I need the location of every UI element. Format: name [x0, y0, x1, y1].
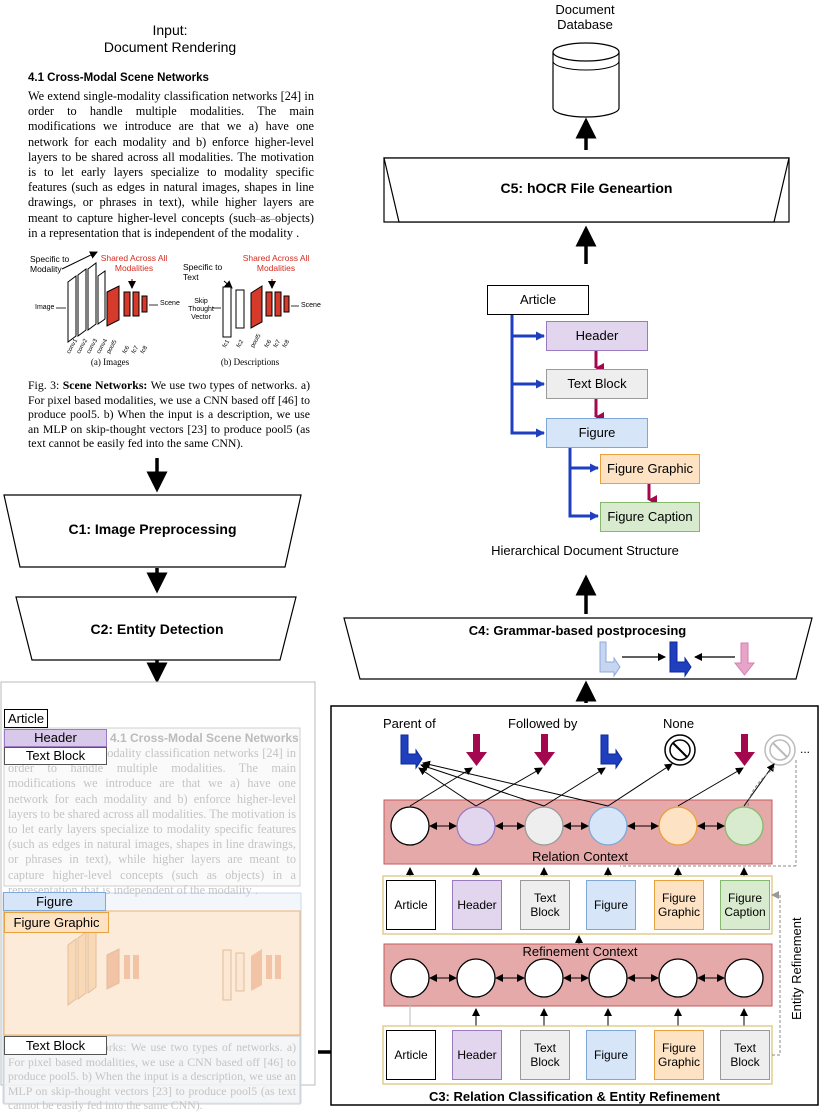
- input-article: Article: [386, 1030, 436, 1080]
- hierarchy-header: Header: [546, 321, 648, 351]
- refined-text-block: Text Block: [520, 880, 570, 930]
- c5-label: C5: hOCR File Geneartion: [500, 180, 673, 196]
- detected-figure-label: Figure: [3, 892, 106, 911]
- orange-underline: [246, 219, 280, 220]
- fig-a-specific-label: Specific to Modality: [30, 254, 70, 274]
- fig-caption-body: We use two types of networks. a) For pix…: [28, 378, 311, 450]
- refinement-nodes: [390, 958, 764, 998]
- database-icon: [552, 42, 620, 118]
- c1-shape: [3, 494, 302, 568]
- database-label-line1: Document: [555, 2, 615, 17]
- detected-text-block-label: Text Block: [4, 747, 107, 765]
- input-figure: Figure: [586, 1030, 636, 1080]
- parent-of-label: Parent of: [383, 716, 436, 731]
- fig-caption-bold: Scene Networks:: [62, 378, 148, 392]
- hierarchy-article: Article: [487, 285, 589, 315]
- hierarchy-title: Hierarchical Document Structure: [491, 543, 679, 558]
- refined-header: Header: [452, 880, 502, 930]
- detected-figure-graphic-label: Figure Graphic: [4, 912, 109, 933]
- detected-text-block-2-label: Text Block: [4, 1036, 107, 1055]
- fig-b-input-label: Skip Thought Vector: [188, 298, 214, 321]
- fig-b-output-label: Scene: [301, 302, 321, 309]
- fig-a-input-label: Image: [35, 304, 55, 311]
- fig-caption-prefix: Fig. 3:: [28, 378, 63, 392]
- fig-b-specific-label: Specific to Text: [183, 262, 223, 282]
- fig-a-shared-label: Shared Across All Modalities: [100, 253, 168, 273]
- input-title: Input: Document Rendering: [60, 22, 280, 56]
- c2-shape: [15, 596, 297, 661]
- relation-nodes: [390, 806, 764, 846]
- input-title-line2: Document Rendering: [103, 39, 237, 55]
- fig-a-drawing: [56, 251, 158, 343]
- ellipsis-label: ...: [800, 742, 811, 756]
- detected-header-label: Header: [4, 729, 107, 747]
- hierarchy-figure: Figure: [546, 418, 648, 448]
- ghost-heading: 4.1 Cross-Modal Scene Networks: [110, 731, 299, 745]
- relation-symbols: [400, 734, 796, 770]
- input-row-frame: [382, 1025, 773, 1085]
- c4-shape: [343, 617, 813, 680]
- input-figure-graphic: Figure Graphic: [654, 1030, 704, 1080]
- hierarchy-text-block: Text Block: [546, 369, 648, 399]
- hierarchy-figure-graphic: Figure Graphic: [600, 454, 700, 484]
- c3-label: C3: Relation Classification & Entity Ref…: [428, 1089, 721, 1104]
- input-title-line1: Input:: [152, 22, 188, 38]
- database-label-line2: Database: [557, 17, 613, 32]
- fig-a-output-label: Scene: [160, 300, 180, 307]
- refined-figure: Figure: [586, 880, 636, 930]
- refined-row-frame: [382, 875, 773, 935]
- section-heading: 4.1 Cross-Modal Scene Networks: [28, 72, 209, 84]
- fig-b-drawing: [213, 279, 299, 338]
- hierarchy-figure-caption: Figure Caption: [600, 502, 700, 532]
- followed-by-label: Followed by: [508, 716, 578, 731]
- refined-figure-graphic: Figure Graphic: [654, 880, 704, 930]
- input-header: Header: [452, 1030, 502, 1080]
- input-text-block-2: Text Block: [720, 1030, 770, 1080]
- figure-caption-text: Fig. 3: Scene Networks: We use two types…: [28, 378, 310, 451]
- input-text-block: Text Block: [520, 1030, 570, 1080]
- database-label: Document Database: [535, 2, 635, 32]
- input-paragraph: We extend single-modality classification…: [28, 89, 314, 240]
- relation-context-box: [383, 799, 773, 865]
- input-to-refinement-arrows: [472, 1008, 748, 1028]
- refinement-context-label: Refinement Context: [522, 944, 638, 959]
- detected-article-label: Article: [4, 709, 48, 728]
- c2-label: C2: Entity Detection: [90, 621, 224, 637]
- hierarchy-connectors: [510, 313, 657, 521]
- fig-b-caption: (b) Descriptions: [220, 357, 280, 367]
- entity-refinement-loop: [771, 891, 781, 1056]
- refined-figure-caption: Figure Caption: [720, 880, 770, 930]
- ghost-paragraph: We extend single-modality classification…: [8, 746, 296, 897]
- none-label: None: [663, 716, 695, 731]
- c4-icons: [599, 641, 756, 678]
- c1-label: C1: Image Preprocessing: [68, 521, 237, 537]
- entity-refinement-label: Entity Refinement: [789, 917, 804, 1020]
- fig-b-shared-label: Shared Across All Modalities: [242, 253, 310, 273]
- c4-label: C4: Grammar-based postprocesing: [468, 623, 687, 638]
- relation-context-label: Relation Context: [531, 849, 629, 864]
- refined-article: Article: [386, 880, 436, 930]
- fig-a-caption: (a) Images: [90, 357, 130, 367]
- c5-shape-trapezoid: [383, 157, 790, 223]
